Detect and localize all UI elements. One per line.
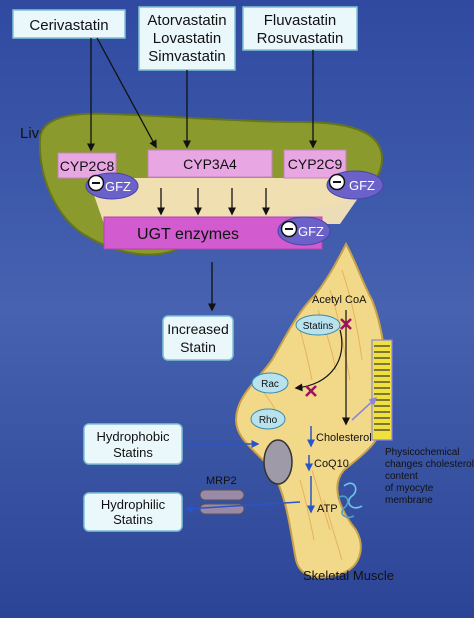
coq10-label: CoQ10 [314,458,349,470]
cyp3a4-statins-box: Atorvastatin Lovastatin Simvastatin [138,6,236,71]
rho-bubble: Rho [250,408,286,430]
simvastatin-label: Simvastatin [148,48,226,65]
rho-label: Rho [259,415,278,426]
mrp2-transporter: MRP2 [199,475,245,515]
statin-label: Statin [180,339,216,355]
transport-arrows [184,440,301,513]
increased-label: Increased [167,321,228,337]
cyp2c9-label: CYP2C9 [288,156,343,172]
transporter-vesicle [263,439,293,485]
acetyl-coa-label: Acetyl CoA [312,294,367,306]
physicochemical-line-4: of myocyte [385,483,434,494]
hydrophobic-label: Hydrophobic [97,429,170,444]
fluvastatin-label: Fluvastatin [264,12,337,29]
increased-statin-box: Increased Statin [162,315,234,361]
skeletal-muscle-label: Skeletal Muscle [303,568,394,583]
statins-bubble: Statins [295,314,341,336]
hydrophilic-label: Hydrophilic [101,497,166,512]
hydrophilic-statins-label: Statins [113,512,153,527]
cholesterol-label: Cholesterol [316,432,372,444]
drug-arrows [87,37,317,152]
physicochemical-line-2: changes cholesterol [385,459,474,470]
rac-label: Rac [261,379,279,390]
hydrophobic-statins-label: Statins [113,445,153,460]
cyp3a4-label: CYP3A4 [183,156,237,172]
physicochemical-line-3: content [385,471,418,482]
gfz-label-2: GFZ [349,178,375,193]
rosuvastatin-label: Rosuvastatin [257,30,344,47]
mitochondria-icon [337,482,363,519]
cerivastatin-label: Cerivastatin [29,17,108,34]
membrane-arrow [351,396,378,421]
cerivastatin-box: Cerivastatin [12,9,126,39]
cyp3a4-box: CYP3A4 [147,149,273,178]
cyp2c8-label: CYP2C8 [60,158,115,174]
gfz-label-1: GFZ [105,179,131,194]
physicochemical-note: Physicochemical changes cholesterol cont… [385,447,474,506]
coq10-pathway-arrows [305,426,315,514]
metabolism-arrows [157,188,270,216]
statins-bubble-label: Statins [303,321,334,332]
lovastatin-label: Lovastatin [153,30,221,47]
cyp2c9-box: CYP2C9 [283,149,347,179]
cyp2c9-statins-box: Fluvastatin Rosuvastatin [242,6,358,51]
inhibition-crosses [305,318,352,397]
physicochemical-line-5: membrane [385,495,433,506]
hydrophilic-statins-box: Hydrophilic Statins [83,492,183,532]
mrp2-label: MRP2 [206,475,237,487]
atorvastatin-label: Atorvastatin [147,12,226,29]
gfz-inhibitor-ugt: GFZ [277,216,331,246]
cell-membrane-segment [371,339,393,441]
hydrophobic-statins-box: Hydrophobic Statins [83,423,183,465]
atp-label: ATP [317,503,338,515]
rac-bubble: Rac [251,372,289,394]
gfz-inhibitor-cyp2c8: GFZ [85,172,139,200]
gfz-inhibitor-cyp2c9: GFZ [326,170,384,200]
ugt-enzymes-label: UGT enzymes [137,226,239,243]
gfz-label-3: GFZ [298,224,324,239]
physicochemical-line-1: Physicochemical [385,447,459,458]
